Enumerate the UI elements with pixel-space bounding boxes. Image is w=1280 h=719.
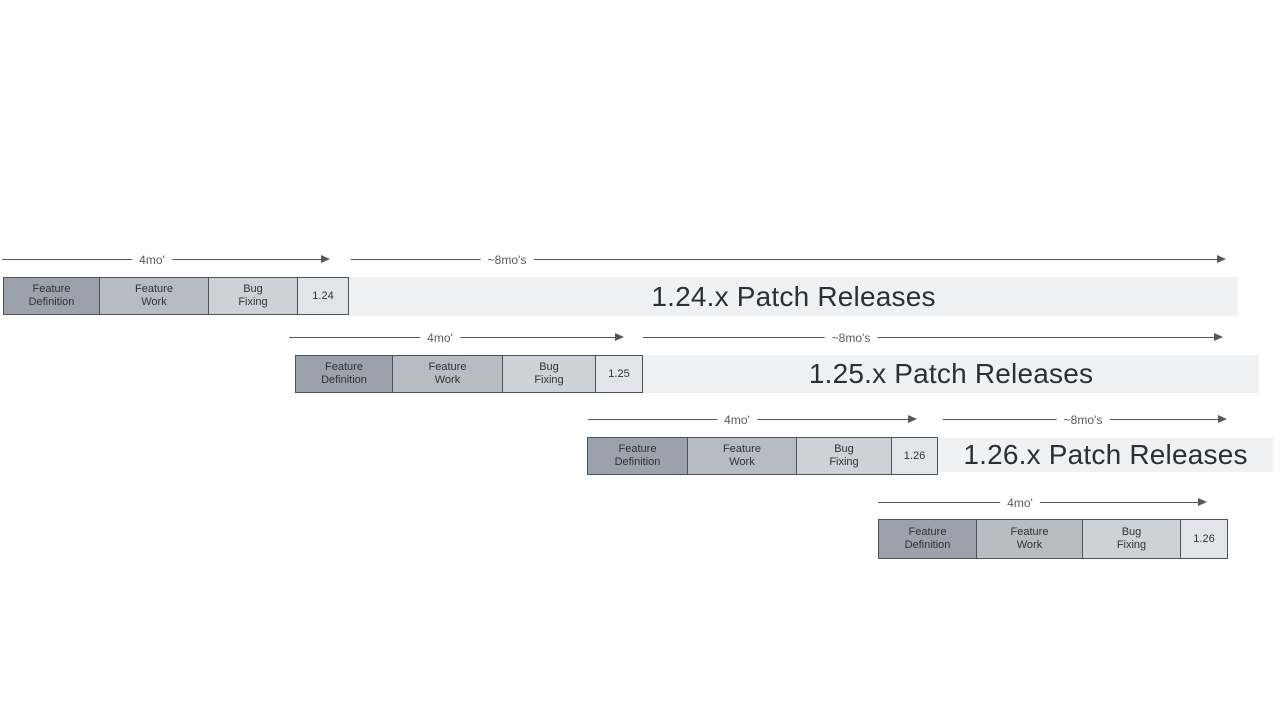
arrowhead-icon [615,333,624,341]
patch-support-arrow: ~8mo's [351,253,1226,269]
feature-definition-box: Feature Definition [879,520,976,558]
dev-cycle-duration-label: 4mo' [1000,496,1040,512]
feature-work-box: Feature Work [392,356,502,392]
cycle-phase-boxes: Feature Definition Feature Work Bug Fixi… [587,437,938,475]
arrowhead-icon [321,255,330,263]
cycle-phase-boxes: Feature Definition Feature Work Bug Fixi… [295,355,643,393]
release-version-box: 1.26 [1180,520,1227,558]
arrowhead-icon [1218,415,1227,423]
arrowhead-icon [1217,255,1226,263]
patch-releases-band: 1.24.x Patch Releases [349,277,1238,316]
arrow-line [351,259,1219,260]
dev-cycle-arrow: 4mo' [289,331,624,347]
patch-releases-band: 1.25.x Patch Releases [643,355,1259,393]
cycle-phase-boxes: Feature Definition Feature Work Bug Fixi… [3,277,349,315]
patch-duration-label: ~8mo's [824,331,878,347]
arrow-line [643,337,1216,338]
patch-releases-band: 1.26.x Patch Releases [938,438,1273,472]
release-version-box: 1.24 [297,278,348,314]
patch-duration-label: ~8mo's [1056,413,1110,429]
feature-definition-box: Feature Definition [296,356,392,392]
patch-duration-label: ~8mo's [480,253,534,269]
feature-work-box: Feature Work [99,278,208,314]
arrowhead-icon [1214,333,1223,341]
patch-releases-label: 1.25.x Patch Releases [808,358,1094,389]
release-version-box: 1.25 [595,356,642,392]
dev-cycle-duration-label: 4mo' [717,413,757,429]
dev-cycle-arrow: 4mo' [2,253,330,269]
dev-cycle-arrow: 4mo' [588,413,917,429]
cycle-phase-boxes: Feature Definition Feature Work Bug Fixi… [878,519,1228,559]
patch-releases-label: 1.26.x Patch Releases [963,439,1248,470]
feature-definition-box: Feature Definition [4,278,99,314]
feature-work-box: Feature Work [687,438,796,474]
arrowhead-icon [908,415,917,423]
bug-fixing-box: Bug Fixing [208,278,297,314]
patch-support-arrow: ~8mo's [943,413,1227,429]
bug-fixing-box: Bug Fixing [502,356,595,392]
bug-fixing-box: Bug Fixing [796,438,891,474]
dev-cycle-duration-label: 4mo' [132,253,172,269]
patch-releases-label: 1.24.x Patch Releases [651,280,936,312]
bug-fixing-box: Bug Fixing [1082,520,1180,558]
dev-cycle-arrow: 4mo' [878,496,1207,512]
arrowhead-icon [1198,498,1207,506]
release-version-box: 1.26 [891,438,937,474]
feature-definition-box: Feature Definition [588,438,687,474]
dev-cycle-duration-label: 4mo' [420,331,460,347]
patch-support-arrow: ~8mo's [643,331,1223,347]
feature-work-box: Feature Work [976,520,1082,558]
